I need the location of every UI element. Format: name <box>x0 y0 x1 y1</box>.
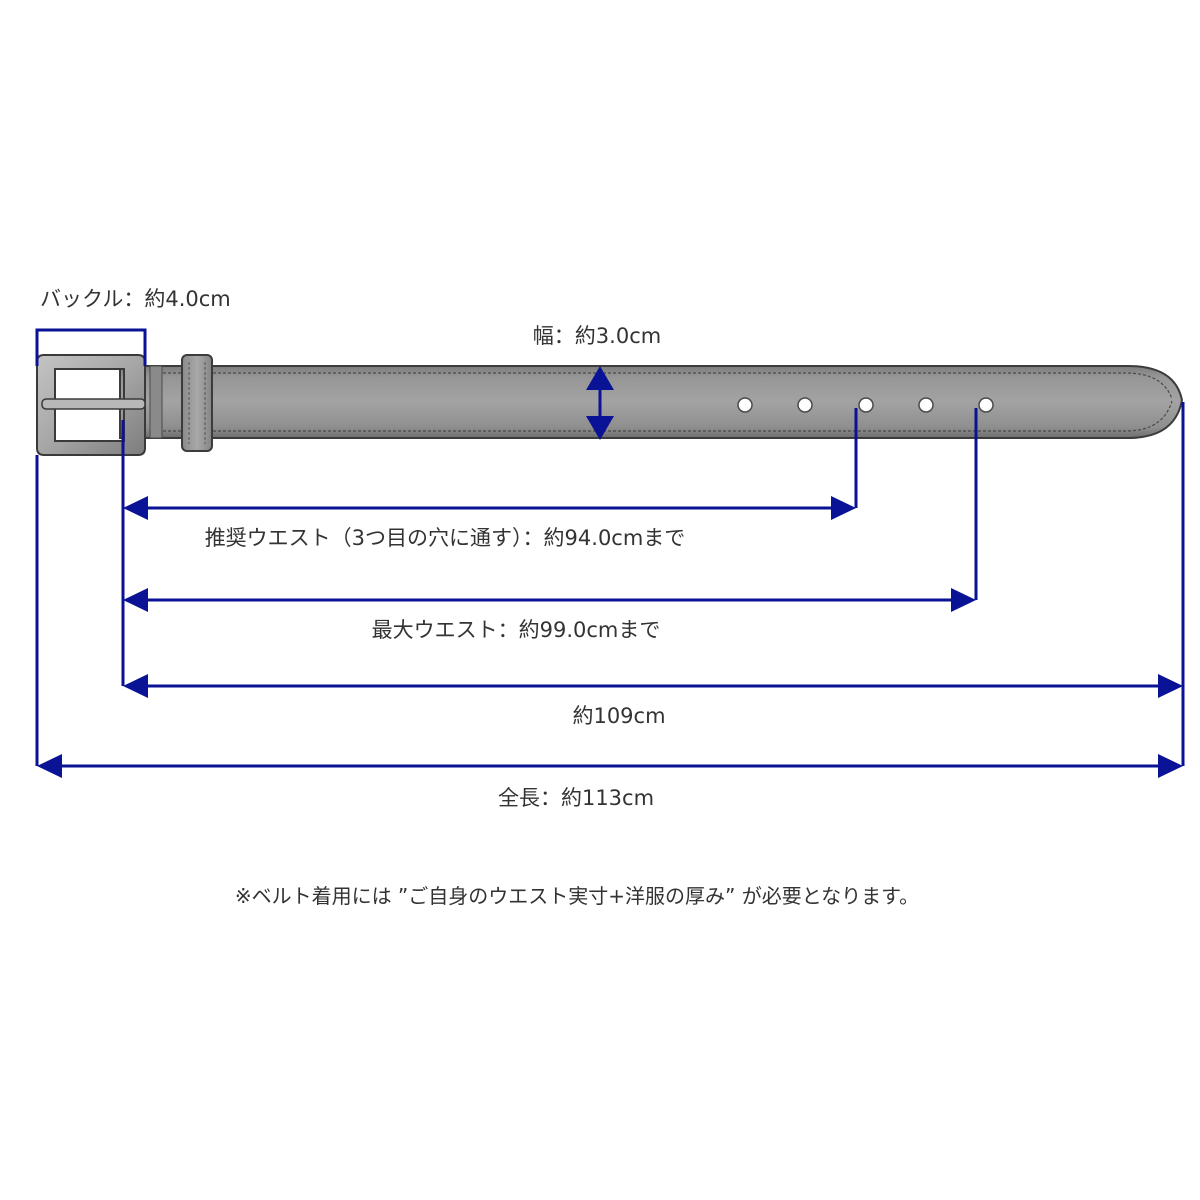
arrow-right-icon <box>1158 674 1183 698</box>
belt-buckle-icon <box>36 354 146 456</box>
belt-keeper <box>181 354 213 452</box>
arrow-right-icon <box>1158 754 1183 778</box>
max-waist-label: 最大ウエスト：約99.0cmまで <box>372 618 661 642</box>
strap-stitch-bottom <box>158 400 1173 432</box>
belt-strap <box>119 365 1184 439</box>
strap-width-label: 幅：約3.0cm <box>533 324 661 348</box>
belt-hole-icon <box>978 397 994 413</box>
arrow-up-icon <box>586 366 614 390</box>
arrow-heads <box>37 366 1183 778</box>
arrow-right-icon <box>831 496 856 520</box>
arrow-left-icon <box>123 496 148 520</box>
strap-length-label: 約109cm <box>572 704 665 728</box>
total-length-label: 全長：約113cm <box>498 786 654 810</box>
belt-hole-icon <box>918 397 934 413</box>
dimension-lines <box>35 328 1185 768</box>
strap-fold <box>149 365 163 439</box>
arrow-right-icon <box>951 588 976 612</box>
arrow-down-icon <box>586 416 614 440</box>
belt-hole-icon <box>737 397 753 413</box>
arrow-left-icon <box>37 754 62 778</box>
arrow-left-icon <box>123 588 148 612</box>
belt-hole-icon <box>858 397 874 413</box>
strap-body <box>119 365 1184 439</box>
arrow-left-icon <box>123 674 148 698</box>
buckle-width-label: バックル：約4.0cm <box>40 287 231 311</box>
strap-stitch-top <box>158 372 1173 400</box>
buckle-prong <box>41 398 146 410</box>
buckle-width-bracket <box>35 328 147 366</box>
recommended-waist-label: 推奨ウエスト（3つ目の穴に通す）：約94.0cmまで <box>205 526 686 550</box>
usage-note: ※ベルト着用には ”ご自身のウエスト実寸+洋服の厚み” が必要となります。 <box>235 884 919 908</box>
belt-hole-icon <box>797 397 813 413</box>
